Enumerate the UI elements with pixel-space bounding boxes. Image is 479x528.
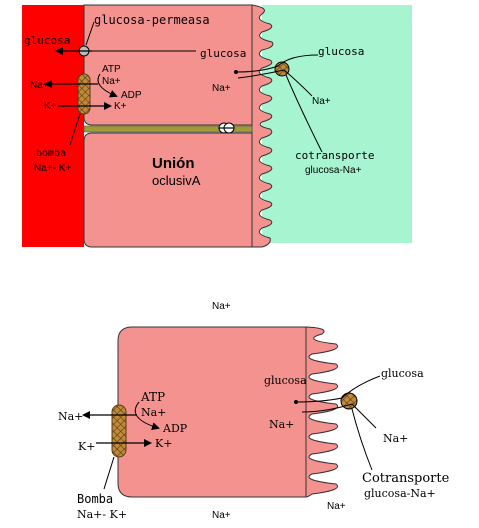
cotransporter-icon-top-inner [275, 62, 289, 76]
label-k-in-bottom: K+ [155, 437, 172, 450]
cotransport-curve-bottom-1 [295, 375, 381, 403]
label-glucose-permease: glucosa-permeasa [94, 13, 210, 27]
label-na-top-bottom: Na+ [212, 301, 231, 312]
glucose-dot-top [234, 70, 238, 74]
label-k-in-top: K+ [114, 101, 127, 112]
cotransport-curve-2 [237, 69, 313, 97]
label-adp-bottom: ADP [162, 422, 188, 435]
label-cotransport-bottom-2: glucosa-Na+ [364, 487, 436, 500]
bottom-diagram: Na+ ATP Na+ ADP K+ Na+ K+ Bomba Na+- K+ … [58, 301, 450, 521]
epithelial-cell-lower [83, 132, 253, 248]
label-pump-bottom-2: Na+- K+ [77, 508, 127, 521]
label-atp-bottom: ATP [140, 390, 165, 404]
label-na-bottom-1: Na+ [212, 510, 231, 521]
glucose-dot-bottom [294, 400, 298, 404]
cotransport-pointer-bottom [351, 408, 373, 471]
label-na-lumen-top: Na+ [312, 96, 331, 107]
label-tight-junction-1: Unión [152, 155, 195, 172]
label-adp-top: ADP [121, 90, 142, 101]
label-na-out-bottom: Na+ [58, 410, 83, 423]
label-k-out-top: K+ [44, 101, 57, 112]
label-na-cell-top: Na+ [212, 83, 231, 94]
label-atp-top: ATP [102, 64, 121, 75]
epithelial-cell-upper [83, 4, 253, 126]
label-glucose-cell-top: glucosa [200, 47, 246, 60]
label-k-out-bottom: K+ [78, 440, 95, 453]
blood-region [22, 5, 84, 247]
tight-junction-strand [83, 125, 253, 133]
arrow-atp-adp-bottom [134, 401, 160, 431]
label-pump-top-1: bomba [36, 148, 66, 159]
label-cotransport-bottom-1: Cotransporte [362, 471, 450, 486]
label-glucose-lumen-top: glucosa [318, 45, 364, 58]
epithelial-cell-bottom [117, 326, 307, 498]
pump-pointer-line-top [69, 113, 81, 146]
label-na-bottom-2: Na+ [327, 501, 346, 512]
label-glucose-cell-bottom: glucosa [264, 374, 307, 387]
permease-pointer-line [85, 21, 95, 46]
label-pump-top-2: Na+- K+ [34, 163, 71, 174]
pump-pointer-line-bottom [103, 456, 115, 490]
brush-border-bottom [305, 326, 338, 498]
label-tight-junction-2: oclusivA [152, 173, 201, 188]
label-na-cell-bottom: Na+ [269, 418, 294, 431]
lumen-region [262, 5, 412, 243]
label-cotransport-top-2: glucosa-Na+ [305, 165, 362, 176]
label-na-in-bottom: Na+ [141, 406, 166, 419]
arrow-atp-adp-top [97, 73, 118, 98]
cotransport-pointer-top [285, 74, 323, 153]
label-cotransport-top-1: cotransporte [295, 149, 374, 162]
label-glucose-blood: glucosa [24, 34, 70, 47]
label-glucose-lumen-bottom: glucosa [381, 367, 424, 380]
na-k-pump-crosshatch-bottom [112, 405, 126, 457]
brush-border-microvilli [251, 4, 274, 248]
na-k-pump-crosshatch [78, 74, 90, 114]
cotransport-curve-1 [235, 54, 319, 73]
tight-junction-icon [218, 122, 235, 134]
label-na-in-top: Na+ [102, 76, 121, 87]
cotransport-curve-bottom-2 [301, 403, 377, 429]
label-pump-bottom-1: Bomba [77, 492, 113, 506]
label-na-lumen-bottom: Na+ [383, 432, 408, 445]
top-diagram: glucosa-permeasa glucosa ATP Na+ ADP K+ … [22, 4, 412, 248]
label-na-out-top: Na+ [30, 80, 49, 91]
